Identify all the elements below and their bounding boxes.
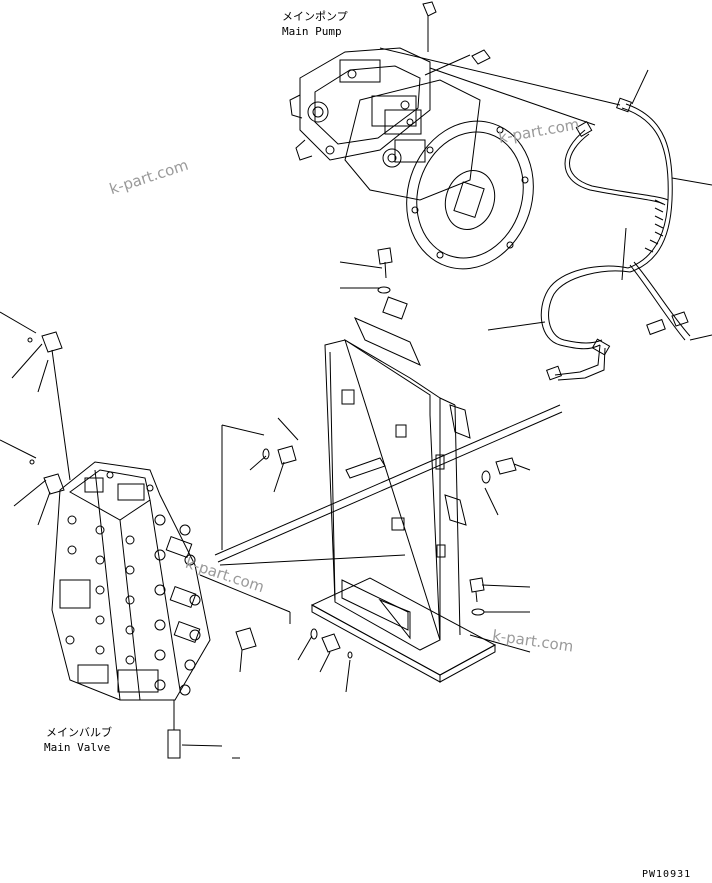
pump-leaders <box>379 47 621 126</box>
valve-leaders <box>0 311 351 759</box>
main-valve-label-en: Main Valve <box>44 741 111 754</box>
main-valve <box>27 331 353 759</box>
main-pump-label-jp: メインポンプ <box>282 10 348 23</box>
hoses <box>540 97 691 381</box>
main-pump <box>289 1 534 270</box>
main-pump-label-en: Main Pump <box>282 25 342 38</box>
bolts-washers <box>377 247 531 616</box>
hose-leaders <box>487 69 712 341</box>
main-valve-label-jp: メインバルブ <box>46 726 112 739</box>
stand-leaders <box>199 261 531 653</box>
bracket-stand <box>214 296 563 683</box>
drawing-code: PW10931 <box>642 869 692 880</box>
